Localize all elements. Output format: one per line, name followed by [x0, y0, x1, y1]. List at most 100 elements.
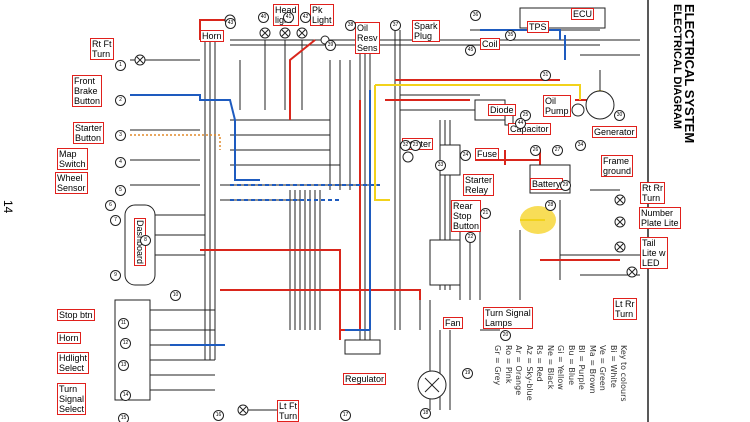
component-number: 43: [225, 18, 236, 29]
component-number: 40: [258, 12, 269, 23]
label-rt-ft-turn: Rt Ft Turn: [90, 38, 114, 60]
label-rear-stop-button: Rear Stop Button: [451, 200, 482, 232]
label-oil-pump: Oil Pump: [543, 95, 571, 117]
label-oil-resv-sens: Oil Resv Sens: [355, 22, 380, 54]
yellow-wires: [374, 84, 581, 221]
component-number: 29: [560, 180, 571, 191]
key-colour-entry: Ma = Brown: [587, 345, 597, 394]
component-number: 34: [575, 140, 586, 151]
component-number: 38: [345, 20, 356, 31]
component-number: 13: [118, 360, 129, 371]
key-colour-entry: Ne = Black: [545, 345, 555, 390]
red-wires: [199, 19, 620, 340]
component-number: 17: [340, 410, 351, 421]
label-regulator: Regulator: [343, 373, 387, 385]
generator-icon: [585, 90, 615, 120]
label-ecu: ECU: [571, 8, 595, 20]
key-colour-entry: Rs = Red: [535, 345, 544, 382]
component-number: 5: [115, 185, 126, 196]
key-colour-entry: Az = Sky-blue: [524, 345, 534, 401]
label-front-brake-button: Front Brake Button: [72, 75, 103, 107]
title-electrical-system: ELECTRICAL SYSTEM: [682, 4, 697, 144]
component-number: 44: [515, 118, 526, 129]
component-number: 6: [105, 200, 116, 211]
component-number: 30: [614, 110, 625, 121]
component-number: 24: [460, 150, 471, 161]
label-fuse: Fuse: [475, 148, 500, 160]
component-number: 14: [120, 390, 131, 401]
component-number: 12: [120, 338, 131, 349]
component-number: 18: [420, 408, 431, 419]
blue-dashed-wires: [230, 184, 380, 201]
key-colour-entry: Ar = Orange: [514, 345, 523, 396]
key-colour-entry: Gr = Grey: [493, 345, 502, 386]
label-stop-btn: Stop btn: [57, 309, 95, 321]
label-frame-ground: Frame ground: [601, 155, 634, 177]
label-pk-light: Pk Light: [310, 4, 334, 26]
label-horn-bottom: Horn: [57, 332, 81, 344]
label-starter-relay: Starter Relay: [463, 174, 495, 196]
component-number: 10: [170, 290, 181, 301]
key-colour-entry: Key to colours: [619, 345, 628, 402]
component-number: 37: [390, 20, 401, 31]
label-tps: TPS: [527, 21, 549, 33]
component-number: 19: [462, 368, 473, 379]
component-number: 3: [115, 130, 126, 141]
key-colour-entry: Ve = Green: [598, 345, 607, 391]
component-number: 41: [283, 12, 294, 23]
component-number: 8: [140, 235, 151, 246]
key-colour-entry: Bu = Blue: [566, 345, 576, 386]
component-number: 2: [115, 95, 126, 106]
component-number: 1: [115, 60, 126, 71]
label-coil: Coil: [480, 38, 500, 50]
label-turn-signal-select: Turn Signal Select: [57, 383, 87, 415]
key-colour-entry: Bi = White: [608, 345, 618, 388]
component-number: 42: [300, 12, 311, 23]
component-number: 28: [545, 200, 556, 211]
label-map-switch: Map Switch: [57, 148, 88, 170]
label-wheel-sensor: Wheel Sensor: [55, 172, 88, 194]
orange-wires: [130, 134, 221, 150]
switch-block-icon: [114, 299, 151, 401]
key-colour-entry: Gi = Yellow: [556, 345, 565, 390]
label-rt-rr-turn: Rt Rr Turn: [640, 182, 665, 204]
label-diode: Diode: [488, 104, 516, 116]
component-number: 35: [505, 30, 516, 41]
connector-block-icon: [429, 239, 461, 286]
key-colour-entry: Ro = Pink: [503, 345, 513, 384]
component-number: 9: [110, 270, 121, 281]
component-number: 26: [530, 145, 541, 156]
component-number: 39: [325, 40, 336, 51]
title-electrical-diagram: ELECTRICAL DIAGRAM: [671, 4, 683, 130]
label-battery: Battery: [530, 178, 563, 190]
blue-wires: [130, 29, 566, 346]
component-number: 16: [213, 410, 224, 421]
label-lt-rr-turn: Lt Rr Turn: [613, 298, 637, 320]
label-spark-plug: Spark Plug: [412, 20, 440, 42]
component-number: 22: [465, 232, 476, 243]
component-number: 32: [400, 140, 411, 151]
component-number: 20: [500, 330, 511, 341]
component-number: 31: [540, 70, 551, 81]
label-generator: Generator: [592, 126, 637, 138]
component-number: 4: [115, 157, 126, 168]
regulator-box-icon: [344, 339, 381, 355]
oil-pump-icon: [571, 103, 585, 117]
starter-motor-icon: [402, 151, 414, 163]
label-horn-top: Horn: [200, 30, 224, 42]
component-number: 27: [552, 145, 563, 156]
component-number: 33: [435, 160, 446, 171]
label-lt-ft-turn: Lt Ft Turn: [277, 400, 300, 422]
label-tail-lite-w-led: Tail Lite w LED: [640, 237, 668, 269]
component-number: 11: [118, 318, 129, 329]
component-number: 7: [110, 215, 121, 226]
component-number: 15: [118, 413, 129, 422]
label-turn-signal-lamps: Turn Signal Lamps: [483, 307, 533, 329]
label-hdlight-select: Hdlight Select: [57, 352, 90, 374]
label-number-plate-lite: Number Plate Lite: [639, 207, 681, 229]
component-number: 21: [480, 208, 491, 219]
label-fan: Fan: [443, 317, 463, 329]
page-number: 14: [1, 200, 15, 214]
